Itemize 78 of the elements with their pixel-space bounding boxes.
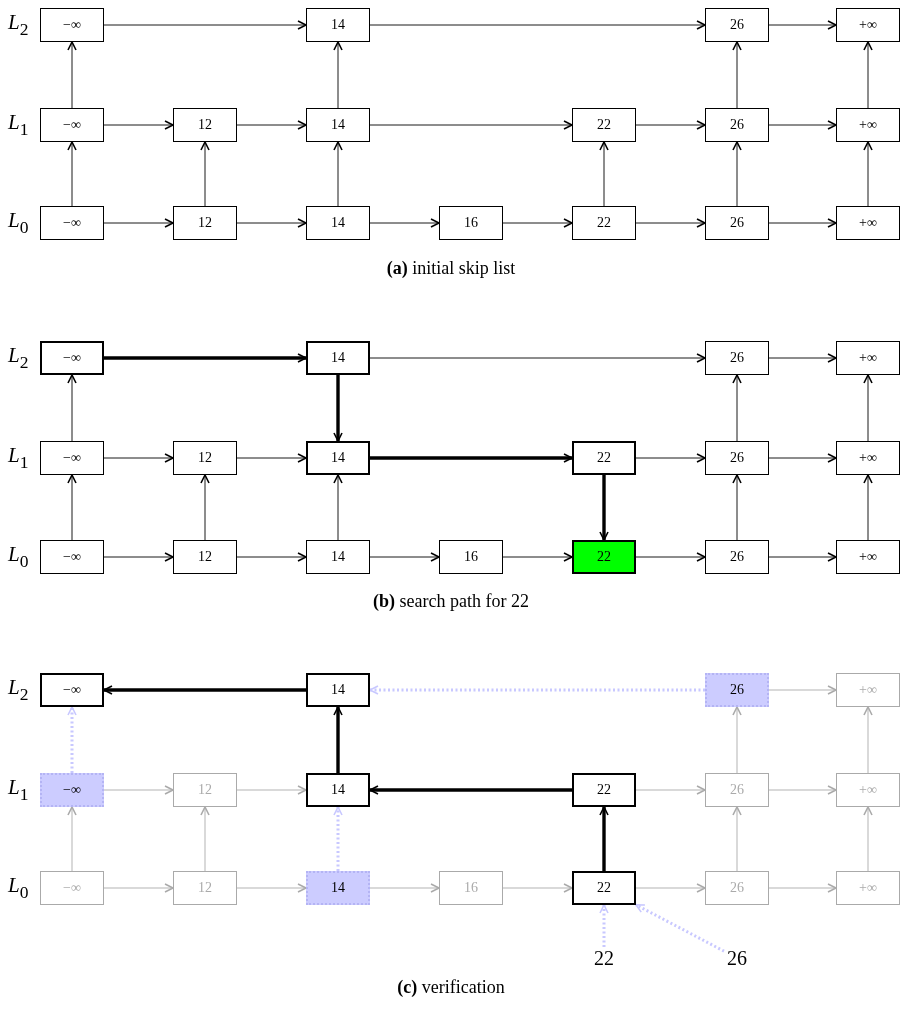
list-node-box: 12 — [173, 540, 237, 574]
list-node-box: 12 — [173, 773, 237, 807]
arrow — [369, 685, 705, 695]
list-node-box: 22 — [572, 108, 636, 142]
list-node-box: −∞ — [40, 773, 104, 807]
arrow — [104, 353, 307, 363]
list-node-box: 14 — [306, 871, 370, 905]
list-node-box: 26 — [705, 108, 769, 142]
arrow — [103, 685, 306, 695]
subfigure-caption: (a) initial skip list — [386, 257, 516, 279]
list-node-box: −∞ — [40, 540, 104, 574]
list-node-box: 26 — [705, 206, 769, 240]
list-node-box: 14 — [306, 773, 370, 807]
list-node-box: 16 — [439, 206, 503, 240]
list-node-box: 22 — [572, 206, 636, 240]
arrow — [370, 453, 573, 463]
list-node-box: −∞ — [40, 341, 104, 375]
key-text: 26 — [724, 947, 750, 969]
level-label: L$_{2}$ — [8, 10, 29, 40]
list-node-box: −∞ — [40, 673, 104, 707]
list-node-box: −∞ — [40, 8, 104, 42]
list-node-box: 14 — [306, 540, 370, 574]
arrow — [369, 785, 572, 795]
list-node-box: 22 — [572, 871, 636, 905]
level-label: L$_{0}$ — [8, 542, 29, 572]
list-node-box: −∞ — [40, 441, 104, 475]
arrow — [333, 706, 343, 773]
list-node-box: 26 — [705, 540, 769, 574]
list-node-box: +∞ — [836, 871, 900, 905]
arrow — [635, 903, 725, 953]
list-node-box: −∞ — [40, 871, 104, 905]
list-node-box: +∞ — [836, 108, 900, 142]
list-node-box: 26 — [705, 341, 769, 375]
list-node-box: 26 — [705, 441, 769, 475]
arrow — [333, 806, 343, 871]
list-node-box: +∞ — [836, 673, 900, 707]
list-node-box: 22 — [572, 540, 636, 574]
list-node-box: +∞ — [836, 341, 900, 375]
arrow — [599, 806, 609, 871]
list-node-box: 16 — [439, 871, 503, 905]
list-node-box: 12 — [173, 871, 237, 905]
list-node-box: 14 — [306, 673, 370, 707]
level-label: L$_{1}$ — [8, 110, 29, 140]
level-label: L$_{1}$ — [8, 443, 29, 473]
list-node-box: 22 — [572, 773, 636, 807]
list-node-box: +∞ — [836, 540, 900, 574]
list-node-box: 14 — [306, 341, 370, 375]
arrow — [333, 375, 343, 442]
list-node-box: 14 — [306, 108, 370, 142]
arrow — [599, 475, 609, 541]
level-label: L$_{2}$ — [8, 675, 29, 705]
level-label: L$_{0}$ — [8, 873, 29, 903]
arrow — [67, 706, 77, 773]
level-label: L$_{1}$ — [8, 775, 29, 805]
list-node-box: 14 — [306, 206, 370, 240]
list-node-box: 12 — [173, 108, 237, 142]
list-node-box: 26 — [705, 673, 769, 707]
list-node-box: 14 — [306, 8, 370, 42]
list-node-box: +∞ — [836, 773, 900, 807]
list-node-box: 14 — [306, 441, 370, 475]
list-node-box: +∞ — [836, 8, 900, 42]
level-label: L$_{2}$ — [8, 343, 29, 373]
list-node-box: 26 — [705, 773, 769, 807]
key-text: 22 — [591, 947, 617, 969]
list-node-box: 26 — [705, 8, 769, 42]
list-node-box: +∞ — [836, 441, 900, 475]
subfigure-caption: (b) search path for 22 — [373, 590, 529, 612]
list-node-box: 12 — [173, 206, 237, 240]
list-node-box: +∞ — [836, 206, 900, 240]
list-node-box: 12 — [173, 441, 237, 475]
level-label: L$_{0}$ — [8, 208, 29, 238]
list-node-box: 26 — [705, 871, 769, 905]
arrow — [599, 904, 609, 947]
list-node-box: −∞ — [40, 108, 104, 142]
list-node-box: 16 — [439, 540, 503, 574]
list-node-box: −∞ — [40, 206, 104, 240]
subfigure-caption: (c) verification — [397, 976, 505, 998]
list-node-box: 22 — [572, 441, 636, 475]
